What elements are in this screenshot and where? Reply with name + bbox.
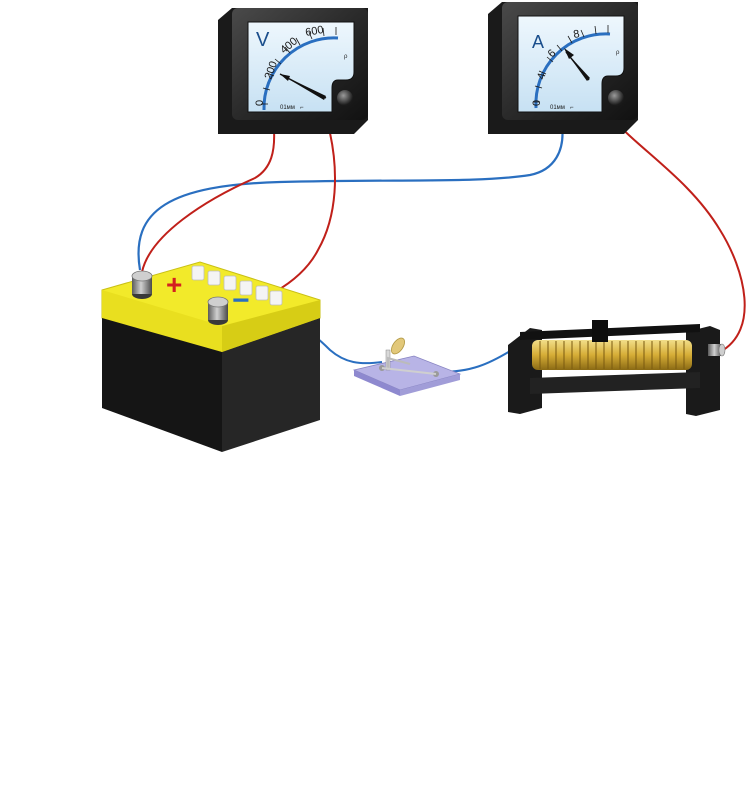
rheostat-terminal [708, 343, 726, 357]
ammeter-face [517, 15, 625, 113]
battery-top-side-edge [222, 300, 320, 352]
wire-battery-positive-to-ammeter [137, 124, 564, 271]
wire-rheostat-to-ammeter [611, 117, 746, 353]
voltmeter-unit-label: V [256, 29, 270, 51]
ammeter-position-glyph: ρ [616, 50, 620, 56]
ammeter: A 0 4 6 8 01мм ⌐ ρ [488, 2, 638, 134]
battery: + − [101, 261, 321, 452]
voltmeter-scale-label-600: 600 [304, 24, 324, 39]
rheostat-slider [592, 320, 608, 342]
switch-base [352, 355, 462, 391]
ammeter-needle-tip [564, 48, 574, 59]
voltmeter-maker-mark: 01мм [280, 105, 295, 111]
ammeter-type-glyph: ⌐ [570, 105, 574, 111]
voltmeter: V 0 200 400 600 01мм ⌐ ρ [218, 8, 368, 134]
knife-switch [352, 337, 462, 396]
ammeter-unit-label: A [532, 32, 544, 52]
ammeter-scale-label-0: 0 [531, 100, 543, 106]
battery-negative-terminal [207, 296, 229, 325]
rheostat-coil [532, 340, 692, 370]
switch-blade [387, 356, 411, 370]
wire-battery-positive-to-voltmeter [141, 129, 276, 273]
ammeter-zero-knob [608, 90, 624, 106]
ammeter-needle-shaft [565, 51, 590, 81]
ammeter-maker-mark: 01мм [550, 105, 565, 111]
ammeter-ticks [533, 25, 609, 103]
wire-switch-to-rheostat [439, 347, 516, 373]
voltmeter-face [247, 21, 355, 113]
ammeter-scale-label-4: 4 [535, 72, 548, 81]
voltmeter-position-glyph: ρ [344, 54, 348, 60]
battery-front-face [102, 294, 222, 452]
voltmeter-ticks [261, 27, 337, 105]
ammeter-scale-label-8: 8 [572, 28, 580, 41]
rheostat [508, 320, 726, 416]
battery-top-front-edge [102, 290, 222, 352]
rheostat-right-frame [686, 326, 720, 416]
battery-positive-terminal [131, 270, 153, 299]
ammeter-scale-arc [534, 32, 611, 109]
voltmeter-scale-arc [262, 36, 339, 111]
voltmeter-type-glyph: ⌐ [300, 105, 304, 111]
switch-base-front-edge [354, 370, 400, 396]
switch-contact-bar [381, 367, 437, 375]
battery-positive-sign: + [166, 269, 182, 300]
switch-handle [391, 337, 405, 355]
battery-negative-sign: − [232, 284, 250, 317]
voltmeter-needle-shaft [279, 73, 327, 99]
battery-side-face [222, 318, 320, 452]
voltmeter-scale-label-0: 0 [254, 100, 266, 106]
rheostat-slider-rail [520, 324, 700, 340]
voltmeter-scale-label-200: 200 [263, 60, 281, 81]
switch-base-side-edge [400, 374, 460, 396]
voltmeter-zero-knob [337, 90, 353, 106]
rheostat-bottom-rail [530, 372, 700, 394]
battery-cell-caps [191, 265, 283, 306]
